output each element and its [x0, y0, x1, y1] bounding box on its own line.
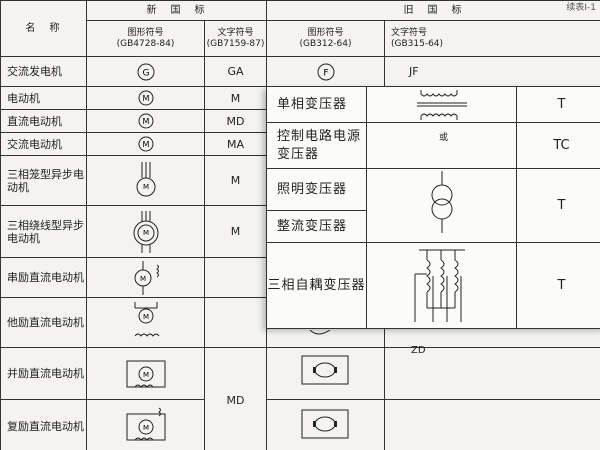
svg-text:F: F: [323, 68, 328, 78]
row-name: 三相绕线型异步电动机: [0, 205, 87, 258]
row-name: 交流电动机: [0, 132, 87, 156]
header-old-standard: 旧 国 标: [266, 0, 600, 21]
row-new-code: M: [204, 155, 267, 206]
row-name: 交流发电机: [0, 56, 87, 87]
overlay-row-code: T: [516, 242, 600, 329]
row-new-code: GA: [204, 56, 267, 87]
svg-text:M: M: [142, 371, 148, 379]
series-dc-motor-symbol-icon: M: [86, 257, 205, 298]
row-name: 三相笼型异步电动机: [0, 155, 87, 206]
overlay-row-code: T: [516, 168, 600, 243]
svg-text:M: M: [142, 313, 148, 321]
overlay-row-name: 控制电路电源变压器: [266, 122, 367, 169]
row-name: 串励直流电动机: [0, 257, 87, 298]
row-new-code: MD: [204, 109, 267, 133]
header-new-standard: 新 国 标: [86, 0, 267, 21]
svg-text:M: M: [142, 117, 149, 126]
overlay-row-code: T: [516, 86, 600, 123]
separately-excited-dc-motor-symbol-icon: M: [86, 297, 205, 348]
row-name: 并励直流电动机: [0, 347, 87, 400]
svg-text:M: M: [142, 183, 148, 191]
svg-text:M: M: [142, 140, 149, 149]
header-name: 名 称: [0, 0, 87, 57]
svg-text:M: M: [142, 229, 148, 237]
compound-dc-motor-symbol-icon: M: [86, 399, 205, 450]
dc-motor-symbol-icon: M: [86, 109, 205, 133]
old-motor-symbols-icon: [301, 330, 349, 439]
svg-text:G: G: [142, 68, 149, 78]
overlay-row-code: TC: [516, 122, 600, 169]
row-name: 电动机: [0, 86, 87, 110]
ac-motor-symbol-icon: M: [86, 132, 205, 156]
three-phase-autotransformer-icon: [366, 242, 517, 329]
row-old-code: JF: [384, 56, 600, 87]
wound-rotor-motor-symbol-icon: M: [86, 205, 205, 258]
overlay-row-name: 三相自耦变压器: [266, 242, 367, 329]
overlay-row-name: 照明变压器: [266, 168, 367, 211]
row-name: 他励直流电动机: [0, 297, 87, 348]
control-transformer-icon: 或: [366, 122, 517, 169]
row-new-code: M: [204, 86, 267, 110]
lighting-transformer-icon: [366, 168, 517, 243]
squirrel-cage-motor-symbol-icon: M: [86, 155, 205, 206]
old-merged-code: ZD: [411, 345, 426, 356]
row-new-code: MA: [204, 132, 267, 156]
or-note: 或: [439, 133, 449, 143]
header-old-text: 文字符号(GB315-64): [384, 20, 600, 57]
transformer-overlay-table: 单相变压器 T 控制电路电源变压器 或 TC 照明变压器 T: [266, 86, 600, 329]
row-name: 复励直流电动机: [0, 399, 87, 450]
header-new-text: 文字符号(GB7159-87): [204, 20, 267, 57]
single-phase-transformer-icon: [366, 86, 517, 123]
overlay-row-name: 单相变压器: [266, 86, 367, 123]
old-generator-symbol-icon: F: [266, 56, 385, 87]
header-old-graphic: 图形符号(GB312-64): [266, 20, 385, 57]
shunt-dc-motor-symbol-icon: M: [86, 347, 205, 400]
generator-symbol-icon: G: [86, 56, 205, 87]
row-name: 直流电动机: [0, 109, 87, 133]
header-new-graphic: 图形符号(GB4728-84): [86, 20, 205, 57]
svg-text:M: M: [142, 424, 148, 432]
overlay-row-name: 整流变压器: [266, 210, 367, 243]
merged-new-code: MD: [204, 347, 267, 450]
svg-text:M: M: [139, 275, 145, 283]
row-new-code: M: [204, 205, 267, 258]
motor-symbol-icon: M: [86, 86, 205, 110]
svg-text:M: M: [142, 94, 149, 103]
